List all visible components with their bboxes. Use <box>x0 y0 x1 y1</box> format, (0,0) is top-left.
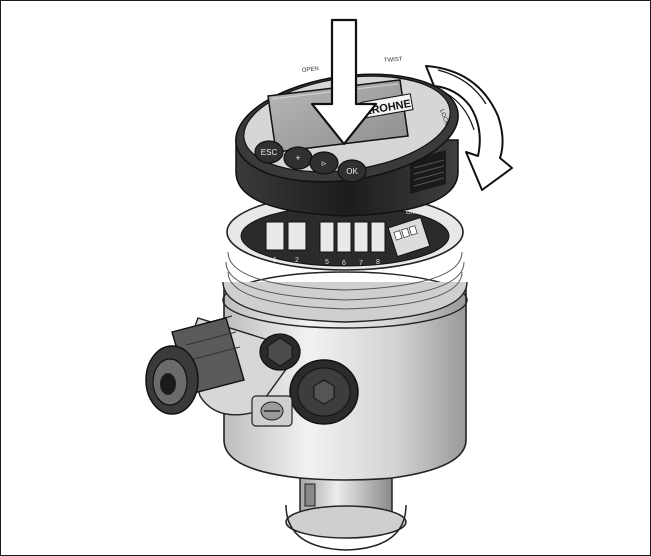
switch-label: ON <box>406 210 415 216</box>
blanking-plug <box>259 333 301 371</box>
key-plus[interactable]: + <box>283 146 313 170</box>
key-label: OK <box>346 167 358 176</box>
terminal-number: 6 <box>342 260 346 267</box>
insert-down-arrow-icon <box>310 18 378 146</box>
key-ok[interactable]: OK <box>337 159 367 183</box>
rim-open-label: OPEN <box>302 66 320 74</box>
key-next[interactable]: ▹ <box>309 151 339 175</box>
cable-gland <box>145 315 245 415</box>
terminal-number: 7 <box>359 260 363 267</box>
terminal-block: 1 2 5 6 7 8 ON <box>265 210 431 267</box>
key-label: ESC <box>261 148 278 157</box>
dip-switch: ON <box>387 210 431 258</box>
key-label: + <box>295 153 300 163</box>
rim-lock-label: LOCK <box>438 109 449 126</box>
terminal-number: 1 <box>273 257 277 264</box>
terminal-number: 2 <box>295 257 299 264</box>
terminal-number: 8 <box>376 259 380 266</box>
ground-terminal <box>251 395 293 427</box>
key-label: ▹ <box>322 158 327 168</box>
key-esc[interactable]: ESC <box>254 140 284 164</box>
rim-twist-label: TWIST <box>384 57 403 64</box>
terminal-number: 5 <box>325 259 329 266</box>
screw-plug <box>289 359 359 425</box>
rotate-clockwise-arrow-icon <box>425 65 513 191</box>
